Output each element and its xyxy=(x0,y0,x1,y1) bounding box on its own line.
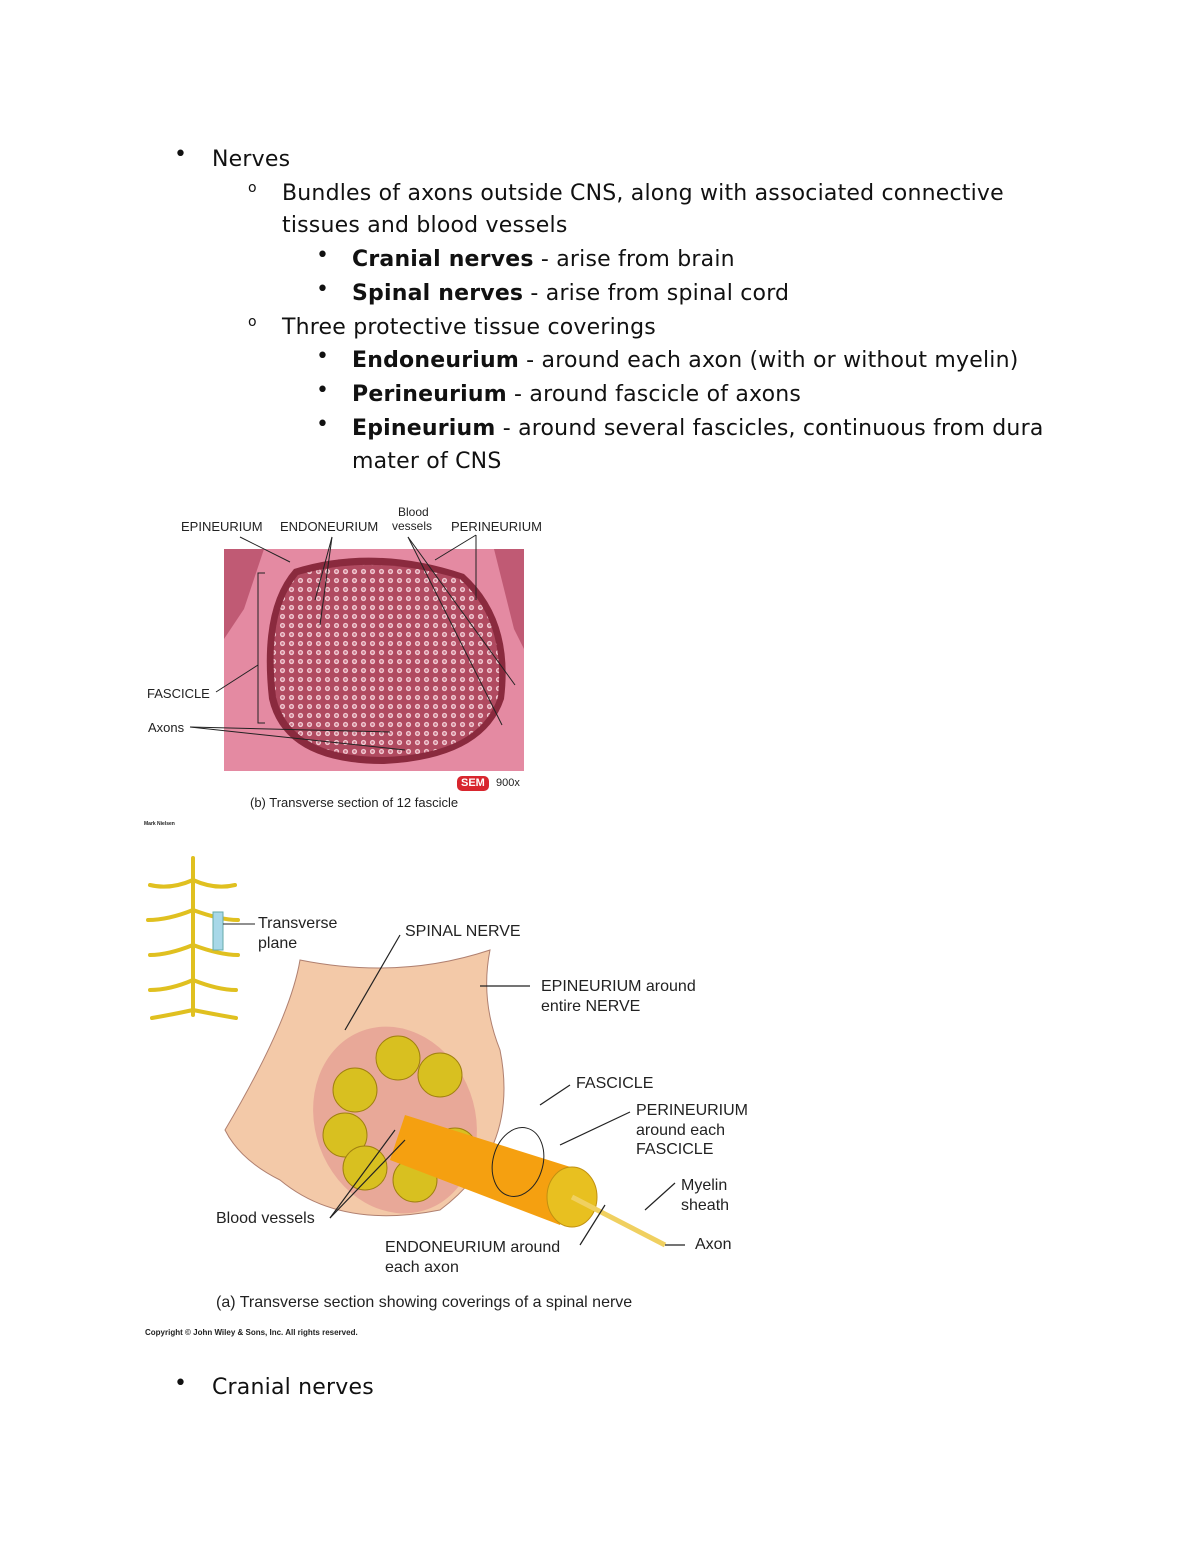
outline-item-cranial: Cranial nerves xyxy=(212,1375,374,1400)
outline-perineurium: Perineurium - around fascicle of axons xyxy=(352,382,802,407)
bullet-icon: • xyxy=(316,412,329,437)
bullet-icon: • xyxy=(316,344,329,369)
outline-sub-bundles: Bundles of axons outside CNS, along with… xyxy=(282,181,1004,206)
label-epineurium: EPINEURIUM xyxy=(181,519,263,534)
label-fascicle-a: FASCICLE xyxy=(576,1075,654,1092)
label-epineurium-a2: entire NERVE xyxy=(541,998,641,1015)
outline-epineurium-cont: mater of CNS xyxy=(352,449,502,474)
caption-a: (a) Transverse section showing coverings… xyxy=(216,1294,633,1311)
label-perineurium-a2: around each xyxy=(636,1122,725,1139)
bullet-icon: • xyxy=(316,378,329,403)
spinal-nerve-illustration xyxy=(146,856,685,1248)
label-blood-vessels: Blood vessels xyxy=(216,1210,315,1227)
outline-item-nerves: Nerves xyxy=(212,147,291,172)
label-transverse: Transverse xyxy=(258,915,338,932)
label-endoneurium: ENDONEURIUM xyxy=(280,519,379,534)
label-sheath: sheath xyxy=(681,1197,730,1214)
micrograph-leader-lines xyxy=(189,534,516,751)
label-fascicle: FASCICLE xyxy=(147,686,210,701)
outline-endoneurium: Endoneurium - around each axon (with or … xyxy=(352,348,1019,373)
circle-bullet-icon: o xyxy=(248,180,257,196)
label-perineurium-a3: FASCICLE xyxy=(636,1141,714,1158)
label-blood: Blood xyxy=(398,505,429,519)
circle-bullet-icon: o xyxy=(248,314,257,330)
label-vessels: vessels xyxy=(392,519,433,533)
label-spinal-nerve: SPINAL NERVE xyxy=(405,923,521,940)
copyright: Copyright © John Wiley & Sons, Inc. All … xyxy=(145,1328,358,1337)
caption-b: (b) Transverse section of 12 fascicle xyxy=(250,795,459,810)
label-plane: plane xyxy=(258,935,298,952)
label-endoneurium-a1: ENDONEURIUM around xyxy=(385,1239,561,1256)
outline-epineurium: Epineurium - around several fascicles, c… xyxy=(352,416,1044,441)
outline-sub-bundles-cont: tissues and blood vessels xyxy=(282,213,568,238)
outline-sub-coverings: Three protective tissue coverings xyxy=(282,315,656,340)
photo-credit: Mark Nielsen xyxy=(144,821,175,827)
label-epineurium-a1: EPINEURIUM around xyxy=(541,978,696,995)
outline-cranial: Cranial nerves - arise from brain xyxy=(352,247,735,272)
label-perineurium: PERINEURIUM xyxy=(451,519,543,534)
bullet-icon: • xyxy=(174,1371,187,1396)
bullet-icon: • xyxy=(174,142,187,167)
outline-spinal: Spinal nerves - arise from spinal cord xyxy=(352,281,790,306)
label-perineurium-a1: PERINEURIUM xyxy=(636,1102,749,1119)
label-axons: Axons xyxy=(148,720,185,735)
label-endoneurium-a2: each axon xyxy=(385,1259,459,1276)
label-myelin: Myelin xyxy=(681,1177,728,1194)
bullet-icon: • xyxy=(316,277,329,302)
magnification: 900x xyxy=(496,777,520,789)
label-axon: Axon xyxy=(695,1236,732,1253)
bullet-icon: • xyxy=(316,243,329,268)
micrograph-image xyxy=(224,549,524,771)
sem-badge: SEM xyxy=(457,776,489,791)
